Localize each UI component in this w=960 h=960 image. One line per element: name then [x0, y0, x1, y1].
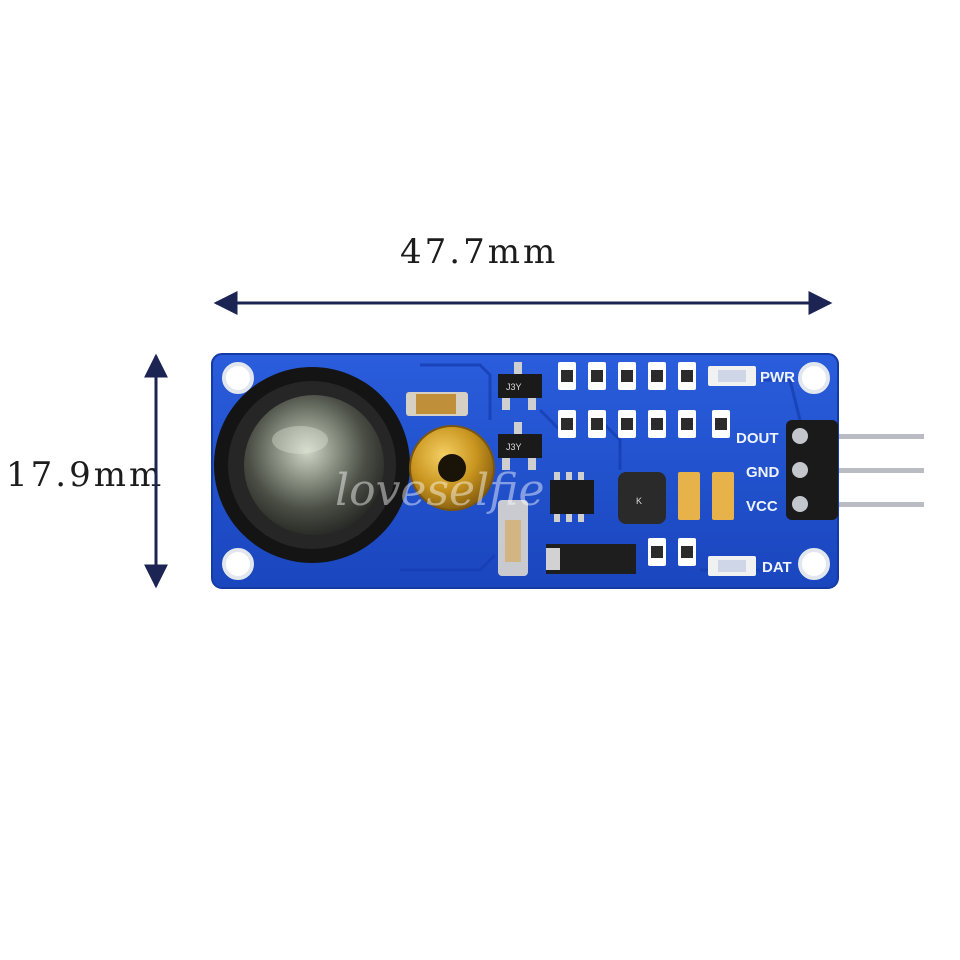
- pwr-led-label: PWR: [760, 369, 795, 386]
- width-dimension-label: 47.7mm: [400, 232, 559, 272]
- tantalum-capacitor: [406, 392, 468, 416]
- rectifier: [546, 544, 636, 574]
- laser-emitter: [409, 425, 495, 511]
- pcb-traces: [400, 363, 802, 572]
- sensor-lens: [214, 367, 410, 563]
- orange-capacitors: [678, 472, 734, 520]
- pin-header: [786, 420, 838, 520]
- height-dimension-label: 17.9mm: [6, 455, 165, 495]
- inductor-marking: K: [636, 496, 642, 506]
- pin-label-dout: DOUT: [736, 430, 779, 447]
- pin-label-vcc: VCC: [746, 498, 778, 515]
- header-pins: [820, 434, 924, 507]
- mounting-holes: [222, 362, 830, 580]
- transistors: J3Y J3Y: [498, 362, 542, 470]
- led-components: [708, 366, 756, 576]
- photodiode: [498, 500, 528, 576]
- smd-resistor-bodies: [561, 370, 727, 558]
- inductor: K: [618, 472, 666, 524]
- ic-chip: [550, 472, 594, 522]
- transistor-marking-2: J3Y: [506, 442, 522, 452]
- transistor-marking-1: J3Y: [506, 382, 522, 392]
- pin-label-gnd: GND: [746, 464, 780, 481]
- dat-led-label: DAT: [762, 559, 792, 576]
- watermark-text: loveselfie: [335, 465, 545, 516]
